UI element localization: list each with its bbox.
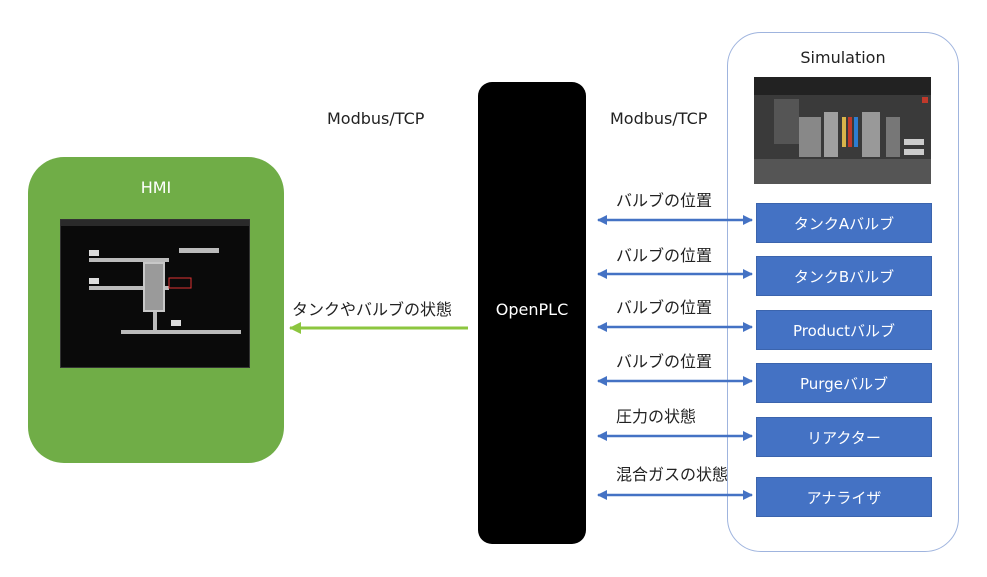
hmi-screenshot bbox=[60, 219, 250, 368]
simulation-title: Simulation bbox=[800, 48, 886, 67]
hmi-title: HMI bbox=[140, 178, 172, 197]
tank-a-valve-box: タンクAバルブ bbox=[756, 203, 932, 243]
signal-label-product: バルブの位置 bbox=[616, 298, 713, 317]
product-valve-box: Productバルブ bbox=[756, 310, 932, 350]
purge-valve-box: Purgeバルブ bbox=[756, 363, 932, 403]
openplc-label: OpenPLC bbox=[495, 300, 569, 319]
analyzer-box: アナライザ bbox=[756, 477, 932, 517]
signal-label-tank-b: バルブの位置 bbox=[616, 246, 713, 265]
openplc-block bbox=[478, 82, 586, 544]
tank-b-valve-box: タンクBバルブ bbox=[756, 256, 932, 296]
simulation-screenshot bbox=[754, 77, 931, 184]
signal-label-analyzer: 混合ガスの状態 bbox=[616, 465, 729, 484]
signal-label-reactor: 圧力の状態 bbox=[616, 407, 697, 426]
signal-label-purge: バルブの位置 bbox=[616, 352, 713, 371]
reactor-box: リアクター bbox=[756, 417, 932, 457]
signal-label-tank-a: バルブの位置 bbox=[616, 191, 713, 210]
hmi-process-graphic bbox=[61, 220, 249, 334]
simulation-scene-graphic bbox=[754, 77, 931, 184]
right-protocol-label: Modbus/TCP bbox=[610, 109, 708, 128]
left-protocol-label: Modbus/TCP bbox=[327, 109, 425, 128]
hmi-link-label: タンクやバルブの状態 bbox=[292, 300, 453, 319]
